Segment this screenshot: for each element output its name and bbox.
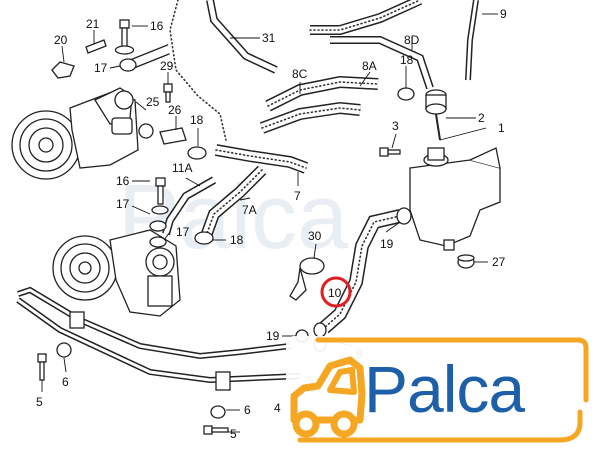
- callout-1: 1: [498, 121, 505, 135]
- fluid-reservoir: [409, 89, 501, 269]
- lower-pump-assembly: [52, 177, 214, 317]
- callout-7: 7: [294, 189, 301, 203]
- upper-pipes: [162, 0, 479, 239]
- callout-18: 18: [230, 233, 244, 247]
- callout-2: 2: [478, 111, 485, 125]
- car-icon: [290, 356, 366, 438]
- highlight-circle: [320, 276, 352, 308]
- callout-labels: 21 16 20 17 29 25 26 18 31 8C 8A 18 8D 9…: [36, 7, 507, 441]
- callout-18: 18: [400, 53, 414, 67]
- callout-27: 27: [492, 255, 506, 269]
- callout-5: 5: [36, 395, 43, 409]
- upper-pump-assembly: [11, 19, 207, 180]
- callout-19: 19: [380, 237, 394, 251]
- callout-7a: 7A: [242, 203, 257, 217]
- callout-20: 20: [54, 33, 68, 47]
- callout-10: 10: [328, 286, 342, 300]
- callout-5: 5: [230, 427, 237, 441]
- callout-8d: 8D: [404, 33, 420, 47]
- callout-17: 17: [94, 61, 108, 75]
- callout-21: 21: [86, 17, 100, 31]
- pressure-pipe: [16, 286, 301, 435]
- callout-11a: 11A: [172, 161, 192, 175]
- callout-30: 30: [308, 229, 322, 243]
- callout-6: 6: [244, 403, 251, 417]
- callout-4: 4: [274, 401, 281, 415]
- palca-logo: Palca: [286, 336, 592, 444]
- callout-31: 31: [262, 31, 276, 45]
- callout-6: 6: [62, 375, 69, 389]
- callout-19: 19: [266, 329, 280, 343]
- callout-16: 16: [150, 19, 164, 33]
- callout-16: 16: [116, 174, 130, 188]
- callout-3: 3: [392, 119, 399, 133]
- leader-lines: [41, 13, 498, 433]
- callout-18: 18: [190, 113, 204, 127]
- callout-25: 25: [146, 95, 160, 109]
- callout-26: 26: [168, 103, 182, 117]
- return-hose-10: [289, 207, 412, 352]
- callout-17: 17: [176, 225, 190, 239]
- callout-17: 17: [116, 197, 130, 211]
- callout-29: 29: [160, 59, 174, 73]
- callout-8a: 8A: [362, 59, 377, 73]
- callout-8c: 8C: [292, 67, 308, 81]
- logo-text: Palca: [364, 352, 525, 426]
- callout-9: 9: [500, 7, 507, 21]
